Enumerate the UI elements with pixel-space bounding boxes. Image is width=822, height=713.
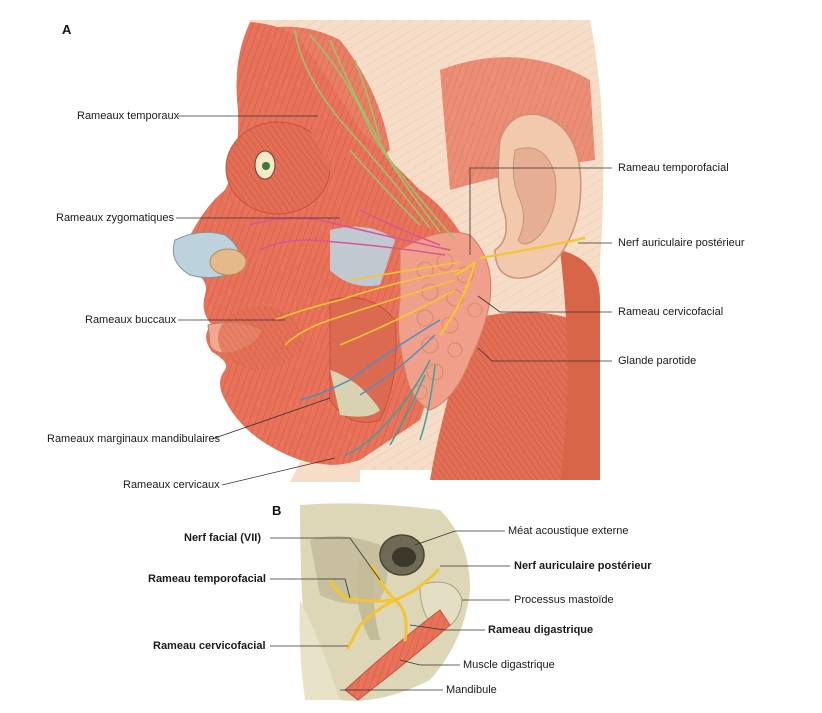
panel-label-a: A	[62, 22, 72, 37]
label-processus-mastoide: Processus mastoïde	[514, 594, 614, 606]
orbicularis-oris	[218, 306, 302, 370]
parotid-lobules	[412, 253, 483, 400]
buccal-nerve-branches	[274, 261, 461, 346]
label-rameaux-zygomatiques: Rameaux zygomatiques	[56, 212, 175, 224]
label-nerf-facial: Nerf facial (VII)	[184, 532, 262, 544]
ear-helix-inner	[512, 147, 557, 245]
mandible-ramus	[299, 600, 340, 700]
buccal-fat-pad	[330, 226, 395, 286]
cervical-nerve-branches	[344, 359, 436, 456]
label-rameaux-buccaux: Rameaux buccaux	[85, 314, 177, 326]
leader-lines-a	[176, 115, 612, 486]
iris	[262, 162, 270, 170]
facial-nerve-b	[328, 563, 440, 650]
zygomatic-nerve-branches	[249, 209, 451, 256]
label-rameau-cervicofacial-b: Rameau cervicofacial	[153, 640, 266, 652]
label-rameau-temporofacial-b: Rameau temporofacial	[148, 573, 266, 585]
alar-cartilage	[209, 248, 247, 276]
mandible-bone	[330, 370, 380, 417]
trapezius-muscle	[560, 250, 600, 480]
marginal-mandibular-branches	[299, 319, 441, 401]
label-nerf-auriculaire-a: Nerf auriculaire postérieur	[618, 237, 745, 249]
meatus-inner	[392, 547, 416, 567]
label-rameau-digastrique: Rameau digastrique	[488, 624, 594, 636]
neck-skin	[290, 462, 360, 482]
label-muscle-digastrique: Muscle digastrique	[463, 659, 555, 671]
digastric-muscle	[344, 609, 451, 701]
label-meat-acoustique: Méat acoustique externe	[508, 525, 629, 537]
label-mandibule: Mandibule	[446, 684, 497, 696]
label-rameau-cervicofacial-a: Rameau cervicofacial	[618, 306, 724, 318]
leader-lines-b	[270, 530, 510, 691]
label-rameau-temporofacial-a: Rameau temporofacial	[618, 162, 729, 174]
label-rameaux-marginaux: Rameaux marginaux mandibulaires	[47, 433, 221, 445]
label-nerf-auriculaire-b: Nerf auriculaire postérieur	[514, 560, 652, 572]
panel-label-b: B	[272, 503, 282, 518]
label-glande-parotide: Glande parotide	[618, 355, 697, 367]
temporal-nerve-branches	[294, 29, 456, 241]
facial-nerve-trunk	[439, 236, 586, 336]
label-rameaux-temporaux: Rameaux temporaux	[77, 110, 180, 122]
label-rameaux-cervicaux: Rameaux cervicaux	[123, 479, 220, 491]
